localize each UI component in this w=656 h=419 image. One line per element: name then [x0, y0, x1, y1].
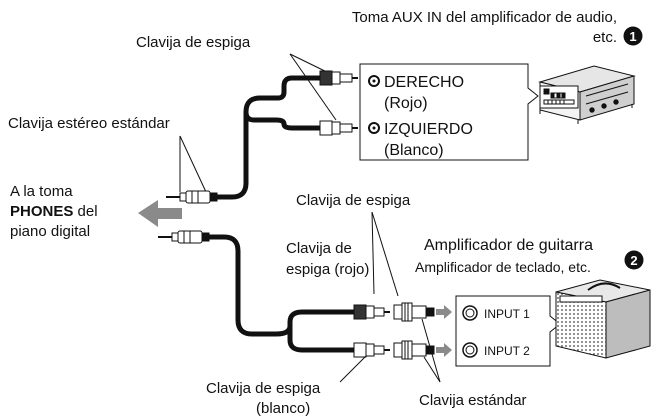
to-jack-label-line3: piano digital: [10, 223, 90, 240]
keyboard-amp-label: Amplificador de teclado, etc.: [415, 259, 591, 275]
to-piano-arrow-icon: [138, 200, 182, 227]
svg-text:2: 2: [630, 253, 637, 268]
stereo-plug-bottom-icon: [158, 230, 210, 244]
pin-plug-mid-label: Clavija de espiga: [296, 192, 411, 209]
pin-plug-white-label-line1: Clavija de espiga: [206, 380, 321, 397]
right-channel-color-label: (Rojo): [384, 95, 428, 112]
pin-plug-white-label-line2: (blanco): [256, 400, 310, 417]
input1-label: INPUT 1: [484, 307, 530, 321]
standard-plug-pointer-lines: [421, 318, 441, 383]
arrow-to-input1-icon: [436, 305, 452, 319]
badge-1-icon: 1: [623, 26, 643, 46]
aux-in-label-line1: Toma AUX IN del amplificador de audio,: [352, 9, 617, 26]
pin-plug-red-label-line2: espiga (rojo): [286, 261, 369, 278]
phones-jack-name: PHONES: [10, 203, 73, 220]
adapter-upper-icon: [393, 302, 435, 322]
input2-label: INPUT 2: [484, 344, 530, 358]
to-jack-label-line1: A la toma: [10, 183, 73, 200]
stereo-plug-label: Clavija estéreo estándar: [8, 115, 170, 132]
pin-plug-top-label: Clavija de espiga: [136, 34, 251, 51]
guitar-amp-label: Amplificador de guitarra: [424, 237, 593, 254]
pin-plug-mid-pointer-lines: [371, 211, 399, 297]
right-channel-label: DERECHO: [384, 74, 464, 91]
pin-plug-top-pointer-lines: [289, 53, 337, 121]
aux-in-jack-panel: [359, 63, 539, 161]
pin-plug-white-pointer-line: [339, 355, 367, 383]
rca-plug-top-left-icon: [319, 120, 358, 136]
to-jack-label-line2: PHONES del: [10, 203, 98, 220]
audio-amplifier-icon: [538, 65, 636, 124]
top-cable: [213, 75, 325, 200]
aux-in-label-line2: etc.: [593, 29, 617, 46]
stereo-plug-pointer-lines: [179, 135, 207, 193]
pin-plug-red-label-line1: Clavija de: [286, 240, 352, 257]
adapter-lower-icon: [393, 340, 435, 360]
bottom-cable: [205, 234, 359, 353]
svg-text:1: 1: [629, 29, 636, 44]
rca-plug-top-right-icon: [319, 70, 358, 86]
guitar-amp-input-panel: [455, 295, 561, 367]
left-channel-label: IZQUIERDO: [384, 121, 473, 138]
left-channel-color-label: (Blanco): [384, 142, 444, 159]
badge-2-icon: 2: [624, 250, 644, 270]
rca-plug-bottom-red-icon: [353, 304, 390, 320]
to-jack-label-suffix: del: [73, 203, 97, 220]
arrow-to-input2-icon: [436, 343, 452, 357]
guitar-amplifier-icon: [555, 279, 651, 359]
standard-plug-label: Clavija estándar: [419, 392, 527, 409]
stereo-plug-top-icon: [166, 190, 218, 204]
rca-plug-bottom-white-icon: [353, 342, 390, 358]
